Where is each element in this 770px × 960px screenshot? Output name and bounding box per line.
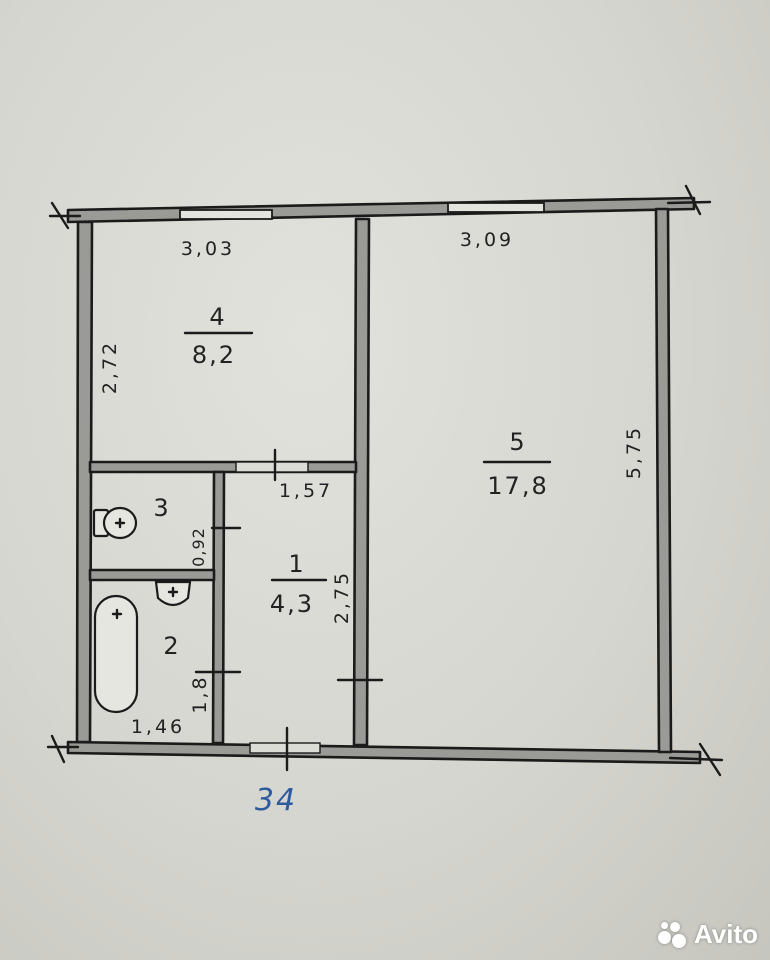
door-gap-entrance	[249, 742, 321, 754]
dim-toilet-width: 0,92	[189, 527, 208, 567]
avito-logo-icon	[657, 921, 688, 948]
ext-top-right	[666, 200, 712, 205]
room5-area: 17,8	[487, 472, 548, 500]
avito-watermark: Avito	[657, 919, 758, 950]
window-room5	[447, 202, 545, 213]
room2-number: 2	[163, 632, 180, 660]
door-gap-room4	[235, 461, 309, 473]
right-wall	[654, 207, 673, 754]
room3-number: 3	[153, 494, 170, 522]
avito-watermark-text: Avito	[693, 919, 758, 949]
ext-bottom-right	[668, 756, 724, 762]
bottom-wall	[66, 740, 702, 765]
room1-number: 1	[288, 550, 305, 578]
window-room4	[179, 209, 273, 220]
partition-wc-hall	[211, 470, 226, 745]
sink-fixture	[154, 580, 192, 607]
toilet-fixture	[92, 506, 138, 540]
room4-area: 8,2	[192, 341, 236, 369]
top-wall	[66, 196, 696, 224]
dim-room4-width: 3,03	[181, 238, 235, 260]
partition-4-5	[352, 217, 371, 747]
room1-area: 4,3	[270, 590, 314, 618]
partition-4-hall	[88, 460, 358, 474]
tick-bottom-left	[50, 734, 66, 764]
apartment-number: 34	[255, 783, 297, 818]
dim-room4-height: 2,72	[99, 340, 121, 394]
room5-number: 5	[509, 428, 526, 456]
dim-bath-width: 1,46	[131, 716, 185, 738]
dim-bath-height: 1,8	[189, 674, 211, 713]
dim-hall-width: 1,57	[279, 480, 333, 502]
partition-3-2	[88, 568, 216, 582]
dim-hall-height: 2,75	[331, 570, 353, 624]
room4-number: 4	[209, 303, 226, 331]
dim-room5-width: 3,09	[460, 229, 514, 251]
tick-top-right	[684, 184, 702, 216]
bathtub-fixture	[93, 594, 139, 714]
dim-room5-height: 5,75	[623, 425, 645, 479]
left-wall	[75, 220, 94, 744]
